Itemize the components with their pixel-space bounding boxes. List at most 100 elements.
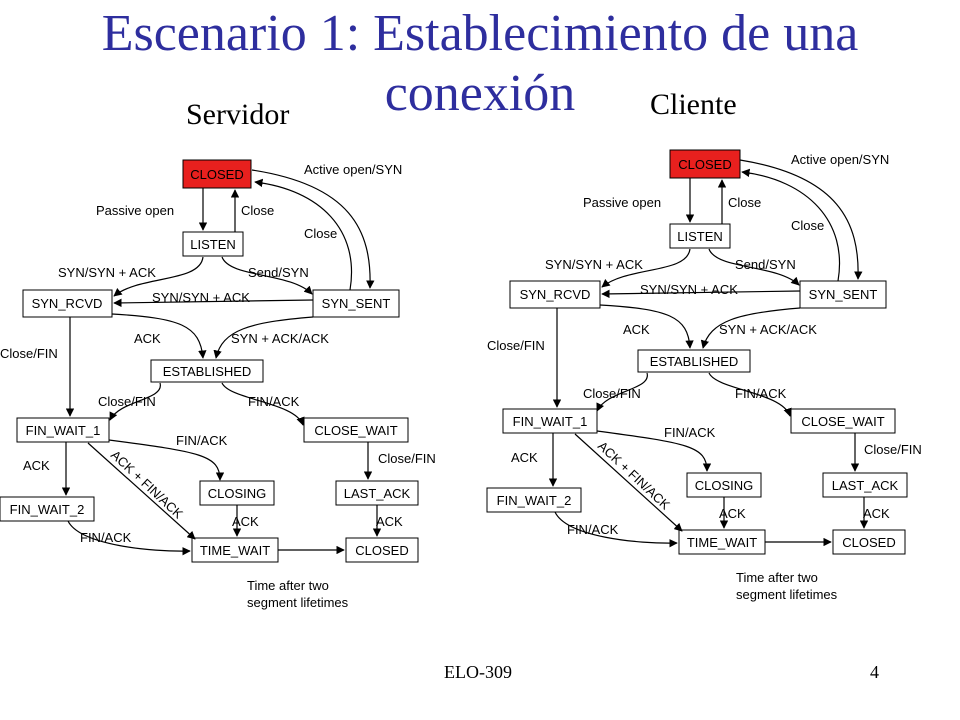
svg-text:FIN_WAIT_2: FIN_WAIT_2 xyxy=(10,502,85,517)
state-close-wait: CLOSE_WAIT xyxy=(303,417,409,443)
state-close-wait: CLOSE_WAIT xyxy=(790,408,896,434)
label-time-line-2: segment lifetimes xyxy=(247,595,349,610)
svg-text:FIN_WAIT_1: FIN_WAIT_1 xyxy=(513,414,588,429)
label-close-fin: Close/FIN xyxy=(98,394,156,409)
label-close-b: Close xyxy=(791,218,824,233)
svg-text:SYN_SENT: SYN_SENT xyxy=(809,287,878,302)
svg-text:TIME_WAIT: TIME_WAIT xyxy=(687,535,757,550)
label-passive-open: Passive open xyxy=(96,203,174,218)
label-fin-ack-2: FIN/ACK xyxy=(664,425,716,440)
label-close-fin-left: Close/FIN xyxy=(0,346,58,361)
label-close-fin-2: Close/FIN xyxy=(378,451,436,466)
svg-text:LISTEN: LISTEN xyxy=(190,237,236,252)
svg-text:CLOSED: CLOSED xyxy=(678,157,731,172)
state-established: ESTABLISHED xyxy=(637,349,751,373)
state-closed: CLOSED xyxy=(669,149,741,179)
label-ack-fin-ack: ACK + FIN/ACK xyxy=(108,447,186,522)
state-fin-wait-2: FIN_WAIT_2 xyxy=(486,487,582,513)
svg-text:SYN_RCVD: SYN_RCVD xyxy=(32,296,103,311)
panel-title-servidor: Servidor xyxy=(186,98,290,131)
label-ack-4: ACK xyxy=(376,514,403,529)
svg-text:LAST_ACK: LAST_ACK xyxy=(832,478,899,493)
footer-page-number: 4 xyxy=(870,662,879,682)
label-send-syn: Send/SYN xyxy=(735,257,796,272)
state-syn-sent: SYN_SENT xyxy=(799,280,887,309)
transition-arrows xyxy=(548,159,869,548)
state-closed-final: CLOSED xyxy=(832,529,906,555)
label-send-syn: Send/SYN xyxy=(248,265,309,280)
label-close-a: Close xyxy=(728,195,761,210)
state-fin-wait-1: FIN_WAIT_1 xyxy=(502,408,598,434)
label-fin-ack: FIN/ACK xyxy=(735,386,787,401)
label-syn-synack-2: SYN/SYN + ACK xyxy=(640,282,738,297)
label-syn-synack: SYN/SYN + ACK xyxy=(545,257,643,272)
svg-text:SYN_SENT: SYN_SENT xyxy=(322,296,391,311)
svg-text:LAST_ACK: LAST_ACK xyxy=(344,486,411,501)
label-close-a: Close xyxy=(241,203,274,218)
svg-text:TIME_WAIT: TIME_WAIT xyxy=(200,543,270,558)
state-listen: LISTEN xyxy=(669,223,731,249)
state-fin-wait-1: FIN_WAIT_1 xyxy=(16,417,110,443)
label-ack-2: ACK xyxy=(511,450,538,465)
svg-text:CLOSE_WAIT: CLOSE_WAIT xyxy=(314,423,397,438)
state-closed-final: CLOSED xyxy=(345,537,419,563)
label-close-fin-2: Close/FIN xyxy=(864,442,922,457)
label-ack-3: ACK xyxy=(719,506,746,521)
label-time-line-1: Time after two xyxy=(736,570,818,585)
label-fin-ack-3: FIN/ACK xyxy=(567,522,619,537)
state-time-wait: TIME_WAIT xyxy=(191,537,279,563)
svg-text:LISTEN: LISTEN xyxy=(677,229,723,244)
label-syn-synack: SYN/SYN + ACK xyxy=(58,265,156,280)
state-established: ESTABLISHED xyxy=(150,359,264,383)
svg-text:FIN_WAIT_2: FIN_WAIT_2 xyxy=(497,493,572,508)
state-fin-wait-2: FIN_WAIT_2 xyxy=(0,496,95,522)
label-fin-ack: FIN/ACK xyxy=(248,394,300,409)
label-ack-2: ACK xyxy=(23,458,50,473)
title-line-2: conexión xyxy=(384,65,576,122)
label-time-line-1: Time after two xyxy=(247,578,329,593)
label-ack-fin-ack: ACK + FIN/ACK xyxy=(595,438,673,513)
slide-title: Escenario 1: Establecimiento de una cone… xyxy=(0,4,960,124)
transition-arrows xyxy=(61,169,382,556)
label-active-open: Active open/SYN xyxy=(304,162,402,177)
svg-text:CLOSE_WAIT: CLOSE_WAIT xyxy=(801,414,884,429)
label-fin-ack-3: FIN/ACK xyxy=(80,530,132,545)
svg-text:SYN_RCVD: SYN_RCVD xyxy=(520,287,591,302)
state-closing: CLOSING xyxy=(686,472,762,498)
label-synack-ack: SYN + ACK/ACK xyxy=(719,322,817,337)
svg-text:FIN_WAIT_1: FIN_WAIT_1 xyxy=(26,423,101,438)
label-ack: ACK xyxy=(623,322,650,337)
svg-text:CLOSED: CLOSED xyxy=(190,167,243,182)
state-closed: CLOSED xyxy=(182,159,252,189)
diagram-servidor: CLOSED LISTEN SYN_RCVD SYN_SENT ESTABLIS… xyxy=(0,159,436,610)
state-last-ack: LAST_ACK xyxy=(335,480,419,506)
state-syn-rcvd: SYN_RCVD xyxy=(22,289,113,318)
label-passive-open: Passive open xyxy=(583,195,661,210)
state-syn-sent: SYN_SENT xyxy=(312,289,400,318)
label-close-b: Close xyxy=(304,226,337,241)
svg-text:CLOSED: CLOSED xyxy=(355,543,408,558)
label-ack: ACK xyxy=(134,331,161,346)
label-ack-4: ACK xyxy=(863,506,890,521)
state-time-wait: TIME_WAIT xyxy=(678,529,766,555)
svg-text:CLOSED: CLOSED xyxy=(842,535,895,550)
label-active-open: Active open/SYN xyxy=(791,152,889,167)
label-synack-ack: SYN + ACK/ACK xyxy=(231,331,329,346)
state-listen: LISTEN xyxy=(182,231,244,257)
label-close-fin-left: Close/FIN xyxy=(487,338,545,353)
panel-title-cliente: Cliente xyxy=(650,88,737,121)
label-close-fin: Close/FIN xyxy=(583,386,641,401)
state-closing: CLOSING xyxy=(199,480,275,506)
label-time-line-2: segment lifetimes xyxy=(736,587,838,602)
svg-text:CLOSING: CLOSING xyxy=(208,486,267,501)
state-syn-rcvd: SYN_RCVD xyxy=(509,280,601,309)
diagram-cliente: CLOSED LISTEN SYN_RCVD SYN_SENT ESTABLIS… xyxy=(486,149,922,602)
label-ack-3: ACK xyxy=(232,514,259,529)
label-fin-ack-2: FIN/ACK xyxy=(176,433,228,448)
svg-text:ESTABLISHED: ESTABLISHED xyxy=(650,354,739,369)
svg-text:ESTABLISHED: ESTABLISHED xyxy=(163,364,252,379)
label-syn-synack-2: SYN/SYN + ACK xyxy=(152,290,250,305)
state-last-ack: LAST_ACK xyxy=(822,472,908,498)
